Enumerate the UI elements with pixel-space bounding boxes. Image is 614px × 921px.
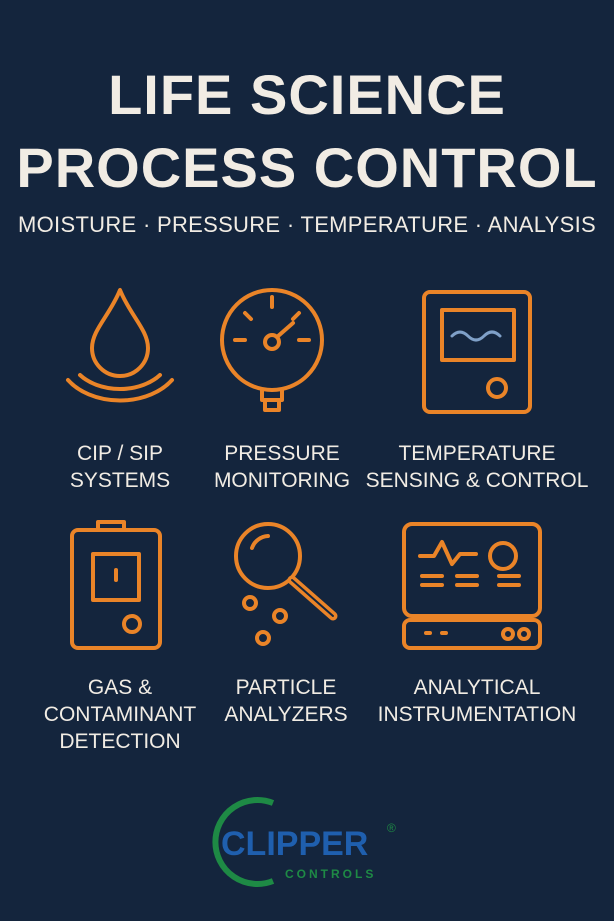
title-line2: PROCESS CONTROL	[16, 136, 598, 199]
title-line1: LIFE SCIENCE	[108, 63, 506, 126]
water-drop-icon	[66, 288, 174, 403]
gas-detector-icon	[70, 520, 162, 650]
analytical-instrument-icon	[402, 522, 542, 650]
magnifier-particles-icon	[234, 522, 338, 646]
clipper-controls-logo: CLIPPER ® CONTROLS	[185, 795, 405, 890]
logo-sub: CONTROLS	[285, 867, 377, 881]
temperature-controller-icon	[422, 290, 532, 414]
subtitle: MOISTURE · PRESSURE · TEMPERATURE · ANAL…	[18, 212, 596, 237]
pressure-gauge-icon	[220, 288, 324, 412]
logo-name: CLIPPER	[221, 825, 369, 863]
logo-registered-mark: ®	[387, 821, 396, 835]
